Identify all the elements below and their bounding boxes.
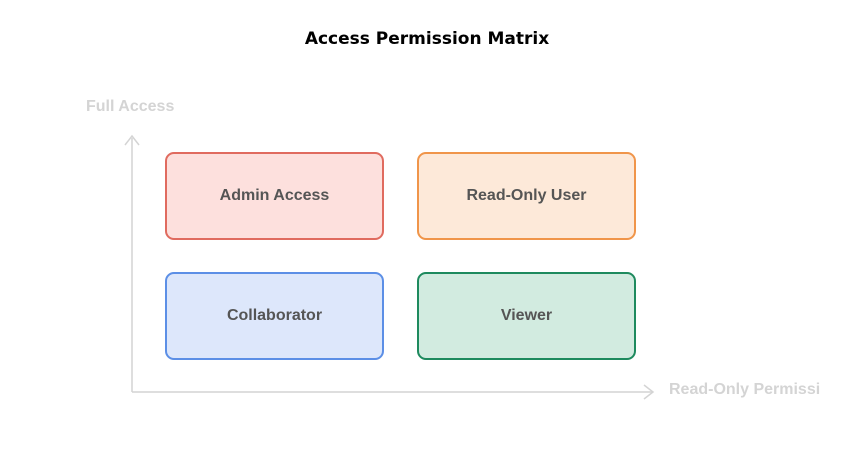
quadrant-admin-access: Admin Access (165, 152, 384, 240)
quadrant-read-only-user: Read-Only User (417, 152, 636, 240)
x-axis-label: Read-Only Permissi (669, 381, 821, 398)
y-axis-label: Full Access (86, 98, 175, 115)
quadrant-viewer: Viewer (417, 272, 636, 360)
quadrant-collaborator: Collaborator (165, 272, 384, 360)
y-axis-arrowhead (124, 134, 140, 146)
x-axis-arrowhead (643, 384, 655, 400)
page-title: Access Permission Matrix (304, 29, 550, 49)
